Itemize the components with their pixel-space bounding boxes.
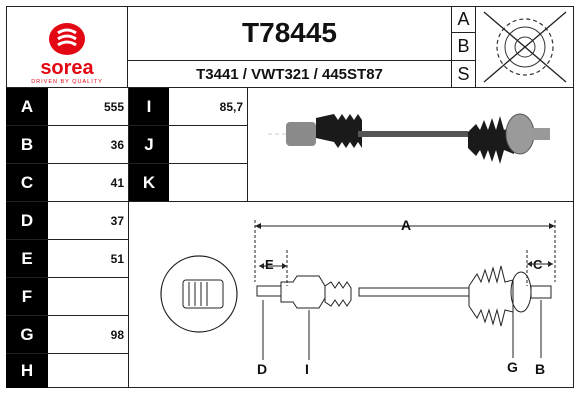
spec-row-g: G 98: [6, 316, 128, 354]
spec-value: [48, 278, 128, 315]
spec-value: 37: [110, 213, 124, 228]
brand-name: sorea: [40, 57, 94, 79]
spec-letter: H: [6, 354, 48, 388]
abs-letter-b: B: [452, 33, 475, 61]
spec-row-a: A 555: [6, 88, 128, 126]
spec-value: 36: [110, 137, 124, 152]
spec-value: [48, 354, 128, 388]
spec-row-f: F: [6, 278, 128, 316]
spec-row-h: H: [6, 354, 128, 388]
spec-row-c: C 41: [6, 164, 128, 202]
abs-letter-s: S: [457, 63, 470, 84]
spec-row-k: K: [128, 164, 248, 202]
spec-row-d: D 37: [6, 202, 128, 240]
sorea-logo: sorea DRIVEN BY QUALITY: [31, 23, 103, 85]
no-abs-ring-icon: [476, 6, 574, 88]
spec-letter: I: [129, 88, 169, 125]
dim-label-b: B: [535, 361, 545, 377]
spec-value: 41: [110, 175, 124, 190]
spec-value: 98: [110, 327, 124, 342]
product-photo: [248, 88, 574, 202]
spec-value: [169, 164, 247, 201]
spec-letter: B: [6, 126, 48, 163]
spec-value: [169, 126, 247, 163]
dim-label-i: I: [305, 361, 309, 377]
brand-logo-cell: sorea DRIVEN BY QUALITY: [6, 6, 128, 88]
logo-emblem-icon: [49, 23, 85, 55]
spec-letter: G: [6, 316, 48, 353]
abs-letter-a: A: [452, 6, 475, 34]
spec-letter: K: [129, 164, 169, 201]
spec-row-b: B 36: [6, 126, 128, 164]
brand-tagline: DRIVEN BY QUALITY: [31, 79, 103, 85]
spec-letter: A: [6, 88, 48, 125]
spec-letter: D: [6, 202, 48, 239]
cross-references: T3441 / VWT321 / 445ST87: [128, 61, 452, 88]
spec-row-i: I 85,7: [128, 88, 248, 126]
abs-letters: A B S: [452, 6, 476, 88]
dimension-diagram: A E C D I G B: [128, 202, 574, 388]
dim-label-c: C: [533, 257, 543, 272]
spec-value: 555: [103, 99, 124, 114]
spec-row-e: E 51: [6, 240, 128, 278]
spec-letter: J: [129, 126, 169, 163]
spec-row-j: J: [128, 126, 248, 164]
spec-letter: C: [6, 164, 48, 201]
spec-letter: E: [6, 240, 48, 277]
spec-value: 51: [110, 251, 124, 266]
dim-label-g: G: [507, 359, 518, 375]
part-number: T78445: [128, 6, 452, 61]
dim-label-a: A: [401, 217, 411, 233]
dim-label-e: E: [265, 257, 274, 272]
dim-label-d: D: [257, 361, 267, 377]
spec-value: 85,7: [219, 99, 243, 114]
spec-letter: F: [6, 278, 48, 315]
